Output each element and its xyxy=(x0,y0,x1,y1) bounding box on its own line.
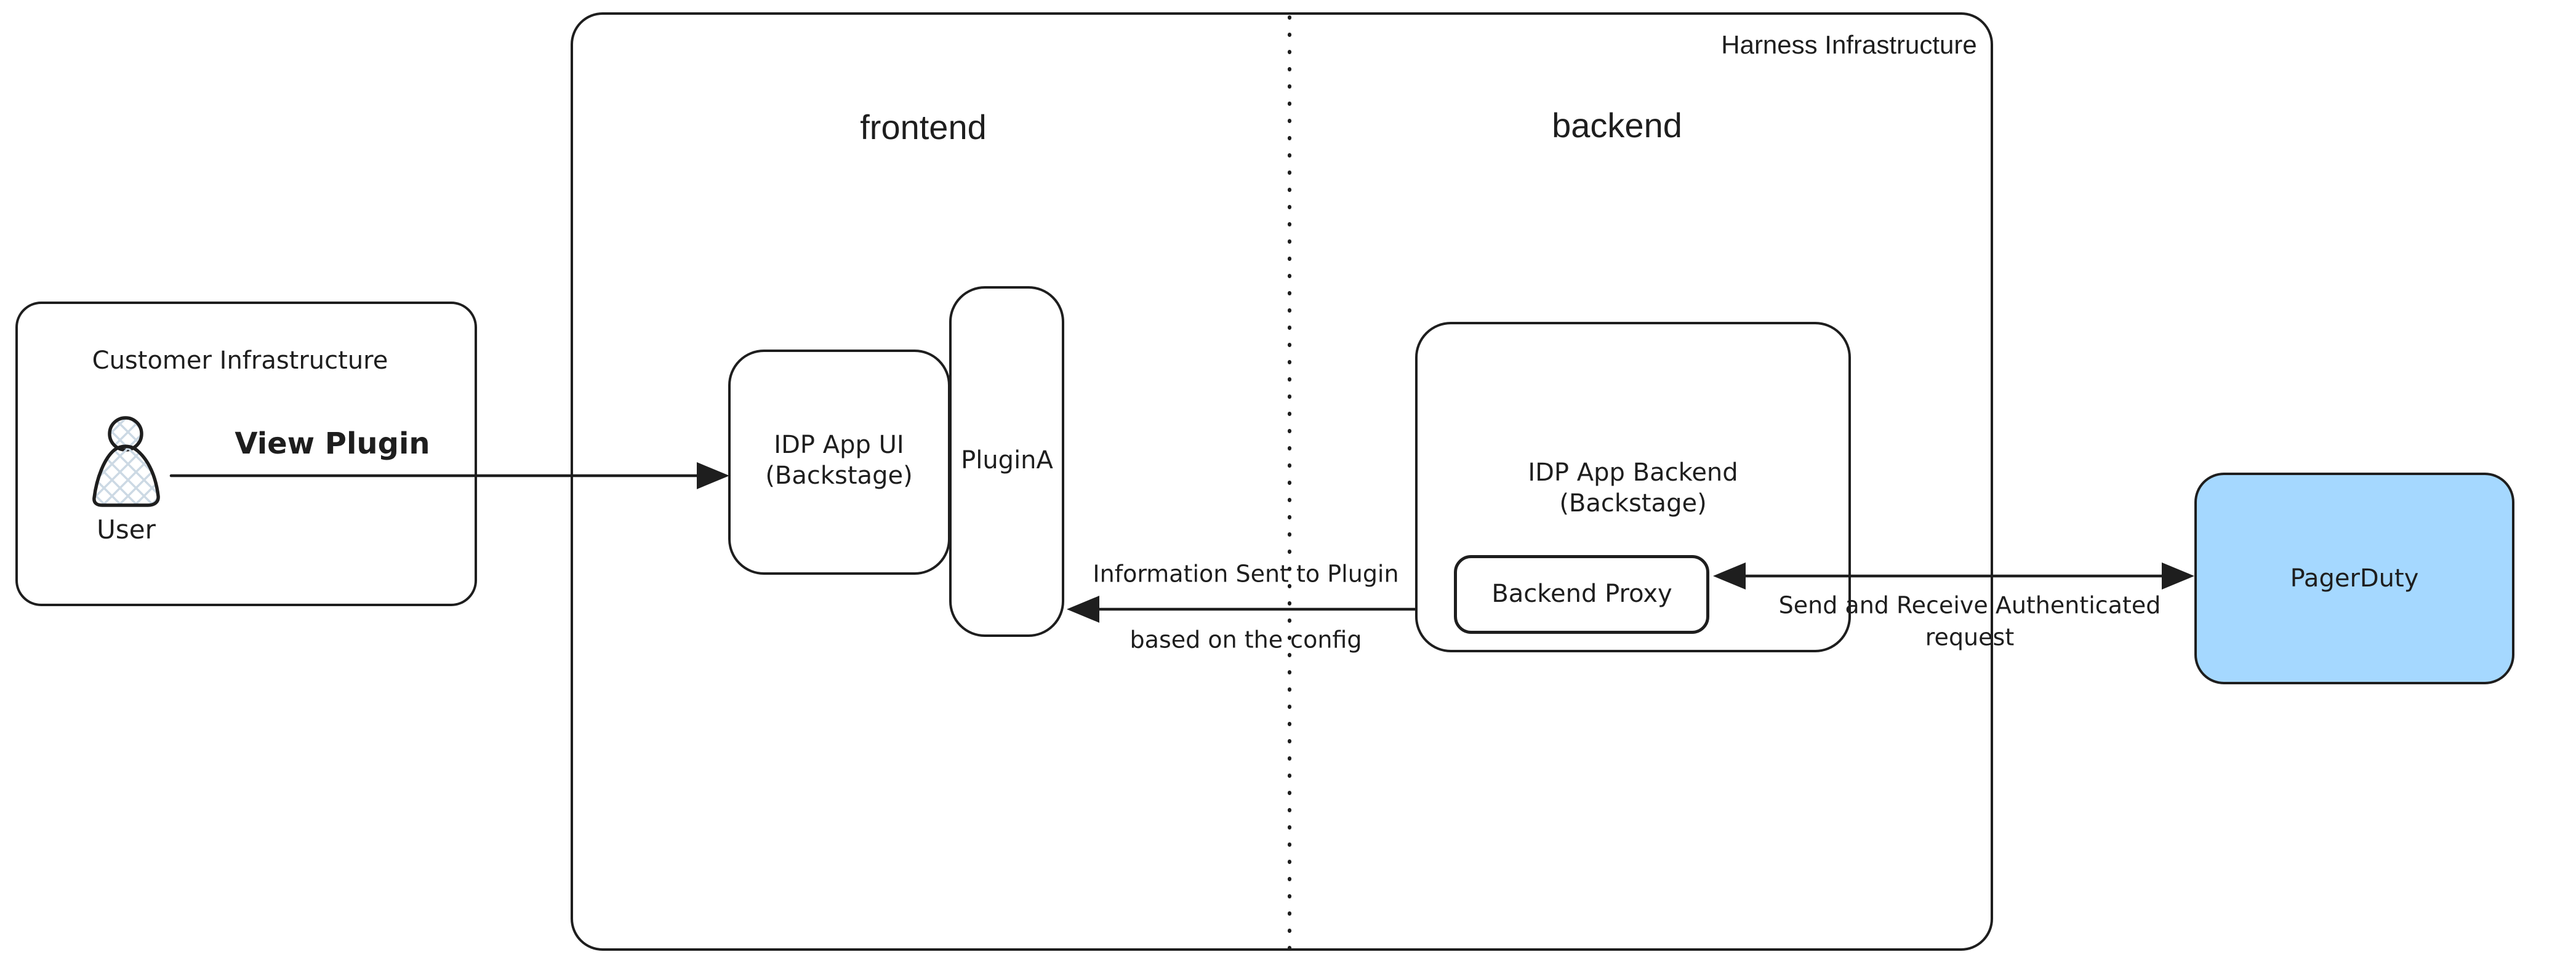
idp-app-backend-label-line1: IDP App Backend xyxy=(1528,458,1738,487)
idp-app-ui-label: IDP App UI (Backstage) xyxy=(765,430,912,491)
authenticated-request-arrow xyxy=(1713,562,2194,590)
idp-app-backend-label-line2: (Backstage) xyxy=(1559,489,1707,518)
user-node-label: User xyxy=(97,514,156,545)
info-to-plugin-arrow xyxy=(1067,596,1418,623)
backend-proxy-label: Backend Proxy xyxy=(1491,580,1672,608)
harness-infrastructure-group xyxy=(571,12,1993,951)
pagerduty-label: PagerDuty xyxy=(2290,564,2419,593)
idp-app-backend-label: IDP App Backend (Backstage) xyxy=(1528,457,1738,519)
info-to-plugin-arrow-label-line1: Information Sent to Plugin xyxy=(1093,560,1399,588)
pagerduty-node xyxy=(2194,473,2514,684)
plugin-a-label: PluginA xyxy=(961,446,1053,474)
view-plugin-arrow xyxy=(169,462,729,489)
idp-app-ui-label-line2: (Backstage) xyxy=(765,462,913,490)
frontend-zone-label: frontend xyxy=(860,108,987,146)
plugin-a-node xyxy=(949,286,1064,637)
authenticated-request-arrow-label-line2: request xyxy=(1925,623,2015,651)
idp-app-ui-label-line1: IDP App UI xyxy=(774,431,904,459)
harness-infrastructure-title: Harness Infrastructure xyxy=(1721,30,1977,59)
view-plugin-arrow-label: View Plugin xyxy=(235,426,430,461)
idp-app-backend-node xyxy=(1415,322,1851,652)
authenticated-request-arrow-label-line1: Send and Receive Authenticated xyxy=(1778,591,2161,619)
customer-infrastructure-group xyxy=(15,302,477,606)
backend-proxy-node xyxy=(1454,555,1709,634)
customer-infrastructure-title: Customer Infrastructure xyxy=(92,346,388,375)
backend-zone-label: backend xyxy=(1552,106,1682,145)
info-to-plugin-arrow-label-line2: based on the config xyxy=(1130,626,1362,654)
user-icon xyxy=(92,416,160,507)
